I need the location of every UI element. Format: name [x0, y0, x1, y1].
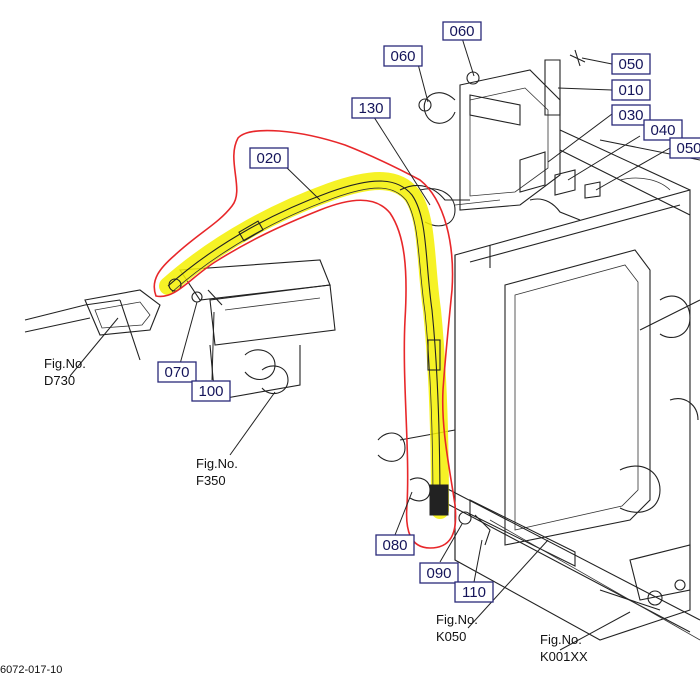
part-label-040[interactable]: 040	[643, 119, 683, 141]
cable-outline	[153, 129, 457, 549]
part-label-text: 110	[462, 584, 486, 601]
part-label-text: 060	[390, 48, 415, 65]
part-label-110[interactable]: 110	[454, 581, 494, 603]
figure-ref-prefix: Fig.No.	[540, 632, 582, 647]
drawing-code: 6072-017-10	[0, 664, 62, 676]
part-label-text: 040	[650, 122, 675, 139]
figure-ref-k001xx[interactable]: Fig.No. K001XX	[540, 632, 588, 664]
part-label-130[interactable]: 130	[351, 97, 391, 119]
figure-ref-d730[interactable]: Fig.No. D730	[44, 356, 86, 388]
machine-frame-drawing	[24, 49, 700, 641]
part-label-text: 130	[358, 100, 383, 117]
part-label-text: 090	[426, 565, 451, 582]
part-label-050-right[interactable]: 050	[669, 137, 700, 159]
throttle-cable	[167, 180, 501, 516]
part-label-text: 030	[618, 107, 643, 124]
figure-ref-code: K001XX	[540, 649, 588, 664]
figure-ref-f350[interactable]: Fig.No. F350	[196, 456, 238, 488]
figure-ref-prefix: Fig.No.	[44, 356, 86, 371]
part-number-labels: 060 060 050 010 030 040 050 130	[157, 21, 700, 603]
figure-ref-code: D730	[44, 373, 75, 388]
figure-ref-prefix: Fig.No.	[196, 456, 238, 471]
figure-ref-code: K050	[436, 629, 466, 644]
part-label-030[interactable]: 030	[611, 104, 651, 126]
part-label-text: 100	[198, 383, 223, 400]
part-label-text: 050	[676, 140, 700, 157]
part-label-090[interactable]: 090	[419, 562, 459, 584]
part-label-070[interactable]: 070	[157, 361, 197, 383]
figure-ref-code: F350	[196, 473, 226, 488]
part-label-100[interactable]: 100	[191, 380, 231, 402]
part-label-080[interactable]: 080	[375, 534, 415, 556]
part-label-060[interactable]: 060	[383, 45, 423, 67]
figure-ref-prefix: Fig.No.	[436, 612, 478, 627]
part-label-text: 020	[256, 150, 281, 167]
part-label-020[interactable]: 020	[249, 147, 289, 169]
figure-ref-k050[interactable]: Fig.No. K050	[436, 612, 478, 644]
part-label-text: 060	[449, 23, 474, 40]
part-label-text: 080	[382, 537, 407, 554]
part-label-text: 070	[164, 364, 189, 381]
part-label-text: 010	[618, 82, 643, 99]
figure-references: Fig.No. D730 Fig.No. F350 Fig.No. K050 F…	[44, 356, 588, 664]
part-label-050[interactable]: 050	[611, 53, 651, 75]
part-label-060-top[interactable]: 060	[442, 21, 482, 41]
leader-lines	[69, 37, 671, 651]
part-label-010[interactable]: 010	[611, 79, 651, 101]
part-label-text: 050	[618, 56, 643, 73]
